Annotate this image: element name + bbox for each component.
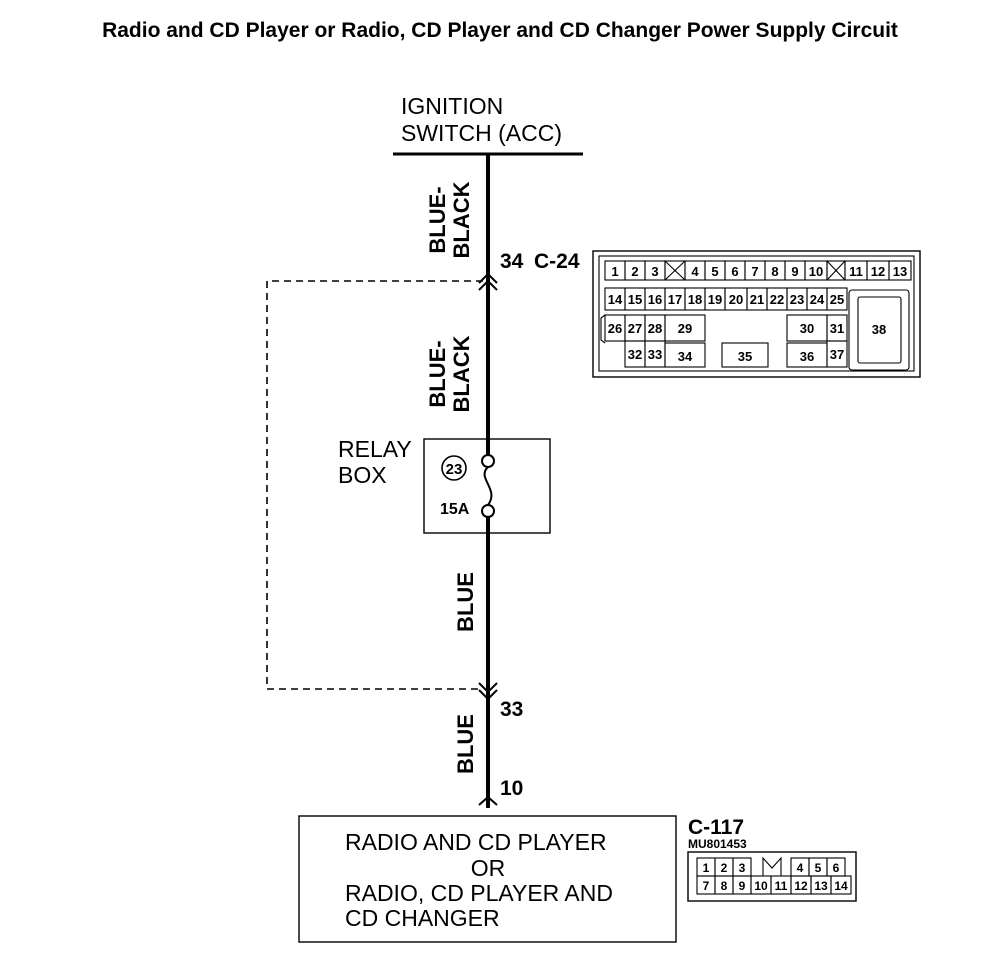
pin-number-22: 22 xyxy=(770,292,784,307)
ignition-switch-label-2: SWITCH (ACC) xyxy=(401,120,562,146)
pin-number-7: 7 xyxy=(751,264,758,279)
pin-number-6: 6 xyxy=(833,861,840,875)
connector-c117-pins: 1 2 3 4 5 6 7 8 9 10 11 12 13 14 xyxy=(703,861,848,893)
pin-number-34: 34 xyxy=(678,349,693,364)
pin-number-18: 18 xyxy=(688,292,702,307)
connector-mark-34 xyxy=(478,272,498,291)
diagram-title: Radio and CD Player or Radio, CD Player … xyxy=(102,19,898,42)
wire-label-middle: BLUE- BLACK xyxy=(425,335,474,412)
pin-number-21: 21 xyxy=(750,292,764,307)
pin-number-19: 19 xyxy=(708,292,722,307)
wire-label-bottom: BLUE xyxy=(453,714,478,774)
pin-number-1: 1 xyxy=(703,861,710,875)
connector-c117: C-117 MU801453 1 2 3 4 5 6 7 xyxy=(687,816,857,902)
pin-number-23: 23 xyxy=(790,292,804,307)
pin-number-27: 27 xyxy=(628,321,642,336)
pin-number-2: 2 xyxy=(721,861,728,875)
pin-number-14: 14 xyxy=(834,879,848,893)
pin-label-33: 33 xyxy=(500,698,523,721)
pin-number-8: 8 xyxy=(721,879,728,893)
pin-number-26: 26 xyxy=(608,321,622,336)
pin-number-9: 9 xyxy=(791,264,798,279)
connector-mark-33 xyxy=(478,682,498,701)
pin-number-3: 3 xyxy=(739,861,746,875)
ignition-switch: IGNITION SWITCH (ACC) xyxy=(393,93,583,156)
wire-label-middle-2: BLACK xyxy=(449,335,474,412)
ignition-switch-label-1: IGNITION xyxy=(401,93,503,119)
wire-label-bottom-text: BLUE xyxy=(453,714,478,774)
fuse-symbol xyxy=(481,439,495,533)
pin-label-10: 10 xyxy=(500,777,523,800)
relay-box-label-1: RELAY xyxy=(338,436,412,462)
pin-number-5: 5 xyxy=(815,861,822,875)
connector-c117-label: C-117 xyxy=(688,816,744,839)
pin-number-28: 28 xyxy=(648,321,662,336)
pin-number-9: 9 xyxy=(739,879,746,893)
wire-label-middle-1: BLUE- xyxy=(425,340,450,407)
pin-number-31: 31 xyxy=(830,321,844,336)
connector-c117-part-code: MU801453 xyxy=(688,837,747,851)
pin-number-38: 38 xyxy=(872,322,886,337)
pin-number-35: 35 xyxy=(738,349,752,364)
pin-label-34: 34 xyxy=(500,250,524,273)
connector-boundary-dashed xyxy=(266,280,483,690)
pin-number-29: 29 xyxy=(678,321,692,336)
pin-number-8: 8 xyxy=(771,264,778,279)
pin-number-3: 3 xyxy=(651,264,658,279)
wire-label-lower-text: BLUE xyxy=(453,572,478,632)
radio-unit-label-1: RADIO AND CD PLAYER xyxy=(345,829,607,855)
pin-number-16: 16 xyxy=(648,292,662,307)
pin-number-12: 12 xyxy=(794,879,808,893)
radio-unit-label-2: OR xyxy=(471,855,506,881)
pin-number-10: 10 xyxy=(754,879,768,893)
pin-number-11: 11 xyxy=(775,879,788,893)
connector-c24-pins: 1 2 3 4 5 6 7 8 9 10 11 12 13 14 15 16 1… xyxy=(608,264,907,364)
pin-number-13: 13 xyxy=(893,264,907,279)
pin-number-5: 5 xyxy=(711,264,718,279)
radio-unit-label-3: RADIO, CD PLAYER AND xyxy=(345,880,613,906)
radio-unit-label-4: CD CHANGER xyxy=(345,905,500,931)
wire-label-upper: BLUE- BLACK xyxy=(425,181,474,258)
pin-number-1: 1 xyxy=(611,264,618,279)
pin-number-20: 20 xyxy=(729,292,743,307)
pin-number-15: 15 xyxy=(628,292,642,307)
relay-box-label-2: BOX xyxy=(338,462,387,488)
pin-number-13: 13 xyxy=(814,879,828,893)
pin-number-4: 4 xyxy=(797,861,804,875)
pin-number-33: 33 xyxy=(648,347,662,362)
pin-number-12: 12 xyxy=(871,264,885,279)
pin-number-25: 25 xyxy=(830,292,844,307)
pin-number-2: 2 xyxy=(631,264,638,279)
pin-number-6: 6 xyxy=(731,264,738,279)
pin-number-4: 4 xyxy=(691,264,699,279)
relay-box: RELAY BOX 23 15A xyxy=(338,436,551,534)
connector-mark-10 xyxy=(478,795,498,806)
pin-number-17: 17 xyxy=(668,292,682,307)
fuse-rating: 15A xyxy=(440,501,470,518)
pin-number-14: 14 xyxy=(608,292,623,307)
connector-c24-label: C-24 xyxy=(534,250,580,273)
connector-c24-face xyxy=(592,250,921,378)
pin-number-37: 37 xyxy=(830,347,844,362)
pin-number-10: 10 xyxy=(809,264,823,279)
pin-number-30: 30 xyxy=(800,321,814,336)
wire-label-lower: BLUE xyxy=(453,572,478,632)
wire-label-upper-2: BLACK xyxy=(449,181,474,258)
fuse-number-circle xyxy=(441,455,467,481)
fuse-number: 23 xyxy=(446,461,463,478)
wire-label-upper-1: BLUE- xyxy=(425,186,450,253)
radio-cd-unit: RADIO AND CD PLAYER OR RADIO, CD PLAYER … xyxy=(298,815,677,943)
pin-number-24: 24 xyxy=(810,292,825,307)
pin-number-11: 11 xyxy=(849,264,863,279)
pin-number-36: 36 xyxy=(800,349,814,364)
pin-number-32: 32 xyxy=(628,347,642,362)
pin-number-7: 7 xyxy=(703,879,710,893)
